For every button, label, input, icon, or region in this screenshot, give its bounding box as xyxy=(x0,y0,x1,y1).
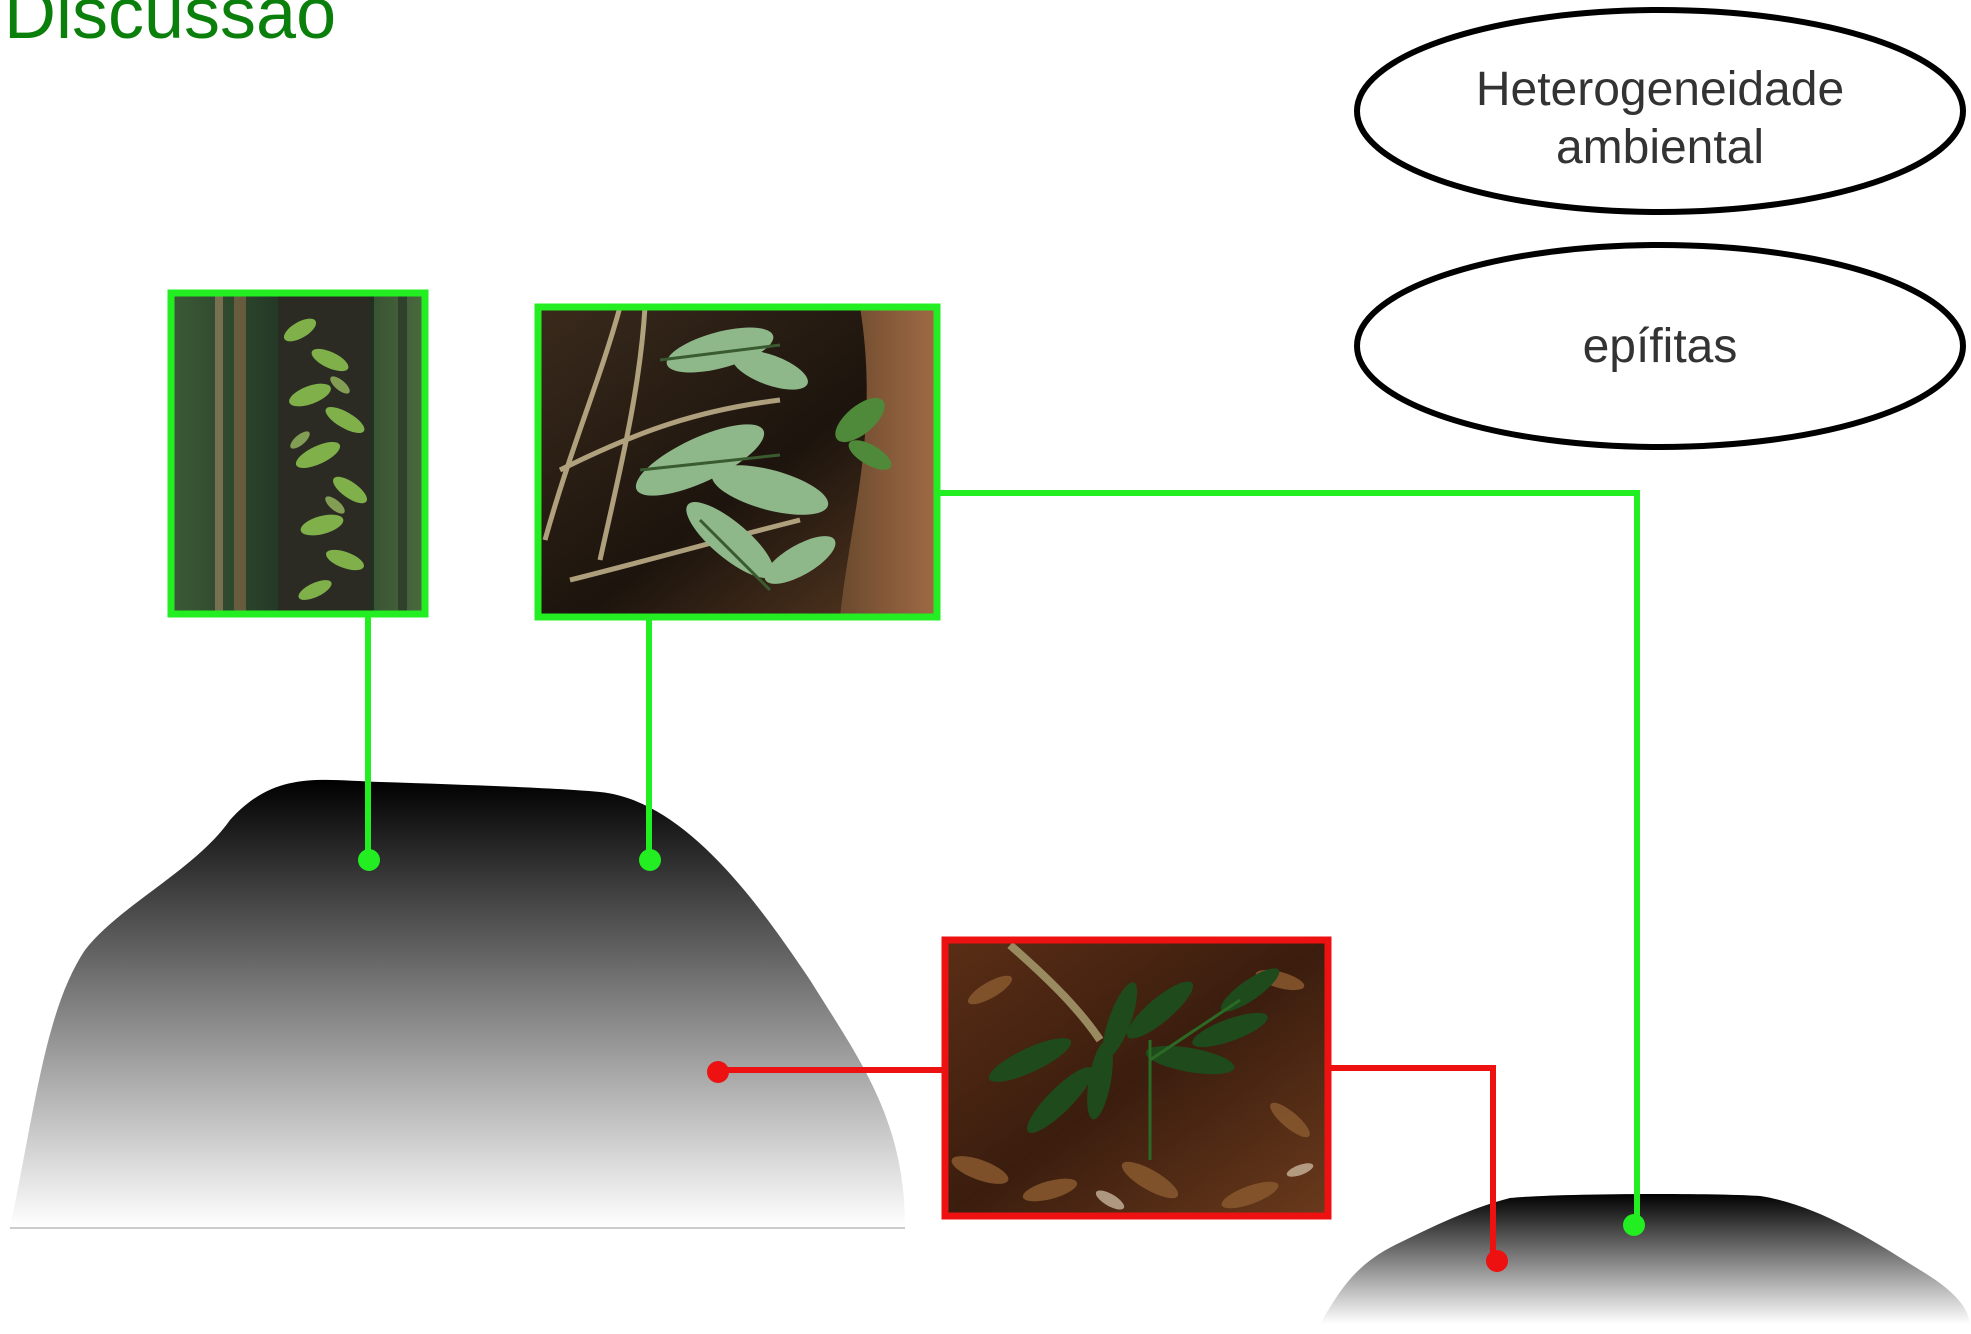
mound-right xyxy=(1320,1194,1970,1324)
node-label-line1: Heterogeneidade xyxy=(1476,63,1844,116)
node-epiphytes: epífitas xyxy=(1357,245,1963,447)
node-label-line2: ambiental xyxy=(1556,121,1764,174)
photo-forest-floor-plant xyxy=(945,940,1328,1216)
mound-left xyxy=(10,780,905,1227)
photo-vine-on-tree xyxy=(171,293,425,614)
node-environmental-heterogeneity: Heterogeneidade ambiental xyxy=(1357,10,1963,212)
node-label: epífitas xyxy=(1583,320,1738,373)
photo-fern-at-trunk-base xyxy=(538,307,937,617)
